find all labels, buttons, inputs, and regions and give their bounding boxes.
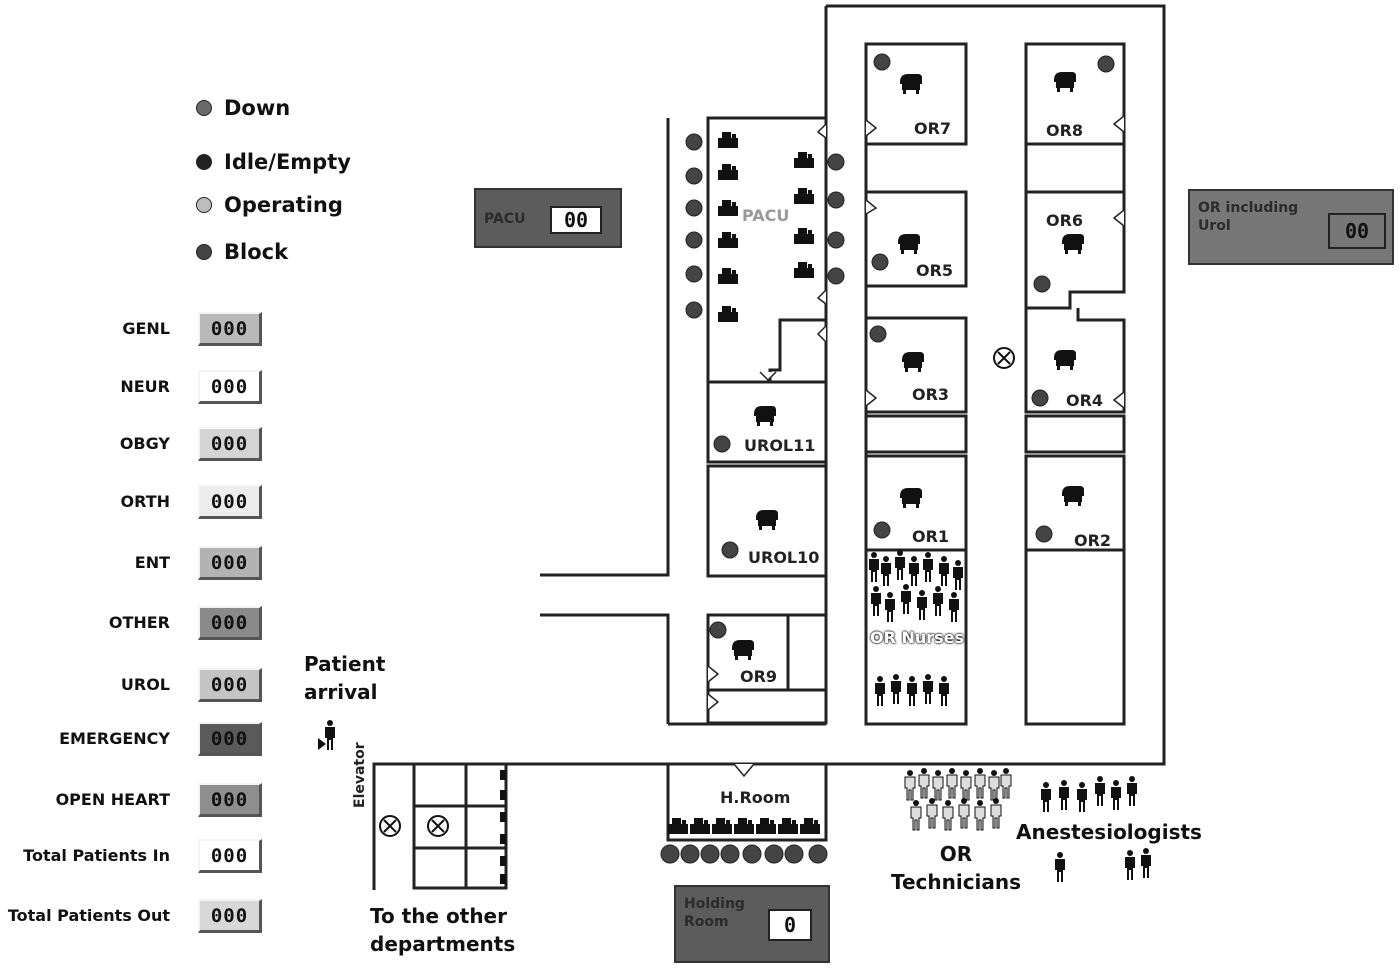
operating-status-icon: [196, 197, 212, 213]
holding-count-panel: Holding Room 0: [674, 885, 830, 963]
counter-value: 000: [198, 606, 262, 640]
counter-label: OPEN HEART: [55, 790, 170, 809]
legend-item-operating: Operating: [196, 192, 343, 218]
counter-label: OTHER: [108, 613, 170, 632]
counter-label: Total Patients In: [23, 846, 170, 865]
room-label-or3: OR3: [912, 385, 950, 404]
room-label-or5: OR5: [916, 261, 954, 280]
counter-label: ORTH: [120, 492, 170, 511]
counter-value: 000: [198, 783, 262, 817]
legend-item-idle: Idle/Empty: [196, 149, 351, 175]
panel-label: OR including Urol: [1198, 200, 1299, 234]
or-technicians-label: OR Technicians: [890, 842, 1022, 894]
counter-urol: UROL 000: [0, 666, 280, 706]
legend-label: Operating: [224, 193, 343, 217]
or-count-panel: OR including Urol 00: [1188, 189, 1394, 265]
counter-value: 000: [198, 668, 262, 702]
counter-value: 000: [198, 370, 262, 404]
room-label-or9: OR9: [740, 667, 778, 686]
room-label-or2: OR2: [1074, 531, 1112, 550]
panel-label: PACU: [484, 211, 526, 227]
counter-label: NEUR: [120, 377, 170, 396]
panel-value: 0: [768, 909, 812, 941]
counter-value: 000: [198, 722, 262, 756]
legend-item-block: Block: [196, 239, 288, 265]
counter-label: OBGY: [119, 434, 170, 453]
patient-arrival-icon: [318, 720, 335, 750]
counter-neur: NEUR 000: [0, 368, 280, 408]
counter-value: 000: [198, 427, 262, 461]
legend-label: Idle/Empty: [224, 150, 351, 174]
counter-value: 000: [198, 485, 262, 519]
counter-open-heart: OPEN HEART 000: [0, 781, 280, 821]
outer-wall: [372, 4, 1166, 890]
room-label-urol10: UROL10: [748, 548, 820, 567]
counter-total-in: Total Patients In 000: [0, 837, 280, 877]
outer-wall: [540, 613, 670, 724]
counter-label: Total Patients Out: [7, 906, 170, 925]
legend-item-down: Down: [196, 95, 290, 121]
counter-obgy: OBGY 000: [0, 425, 280, 465]
room-label-pacu: PACU: [742, 206, 790, 225]
counter-value: 000: [198, 546, 262, 580]
patient-arrival-label: Patient arrival: [304, 652, 386, 704]
to-other-departments-label: To the other departments: [370, 904, 516, 956]
counter-label: EMERGENCY: [59, 729, 170, 748]
counter-value: 000: [198, 839, 262, 873]
idle-status-icon: [196, 154, 212, 170]
panel-value: 00: [550, 206, 602, 234]
counter-ent: ENT 000: [0, 544, 280, 584]
room-label-or1: OR1: [912, 527, 950, 546]
room-label-hroom: H.Room: [720, 788, 791, 807]
counter-label: ENT: [134, 553, 170, 572]
room-label-or-nurses: OR Nurses: [870, 628, 965, 647]
counter-value: 000: [198, 312, 262, 346]
counter-emergency: EMERGENCY 000: [0, 720, 280, 760]
counter-label: GENL: [122, 319, 170, 338]
room-label-elevator: Elevator: [352, 742, 368, 808]
counter-value: 000: [198, 899, 262, 933]
counter-genl: GENL 000: [0, 310, 280, 350]
room-label-or4: OR4: [1066, 391, 1104, 410]
pacu-count-panel: PACU 00: [474, 188, 622, 248]
room-label-or8: OR8: [1046, 121, 1084, 140]
legend-label: Block: [224, 240, 289, 264]
panel-label: Holding Room: [684, 896, 745, 930]
counter-label: UROL: [120, 675, 170, 694]
anesthesiologists-label: Anestesiologists: [1016, 820, 1202, 844]
counter-other: OTHER 000: [0, 604, 280, 644]
panel-value: 00: [1328, 213, 1386, 249]
outer-wall: [540, 118, 670, 577]
room-label-urol11: UROL11: [744, 436, 816, 455]
block-status-icon: [196, 244, 212, 260]
counter-total-out: Total Patients Out 000: [0, 897, 280, 937]
legend-label: Down: [224, 96, 291, 120]
room-label-or6: OR6: [1046, 211, 1084, 230]
room-label-or7: OR7: [914, 119, 952, 138]
down-status-icon: [196, 100, 212, 116]
counter-orth: ORTH 000: [0, 483, 280, 523]
